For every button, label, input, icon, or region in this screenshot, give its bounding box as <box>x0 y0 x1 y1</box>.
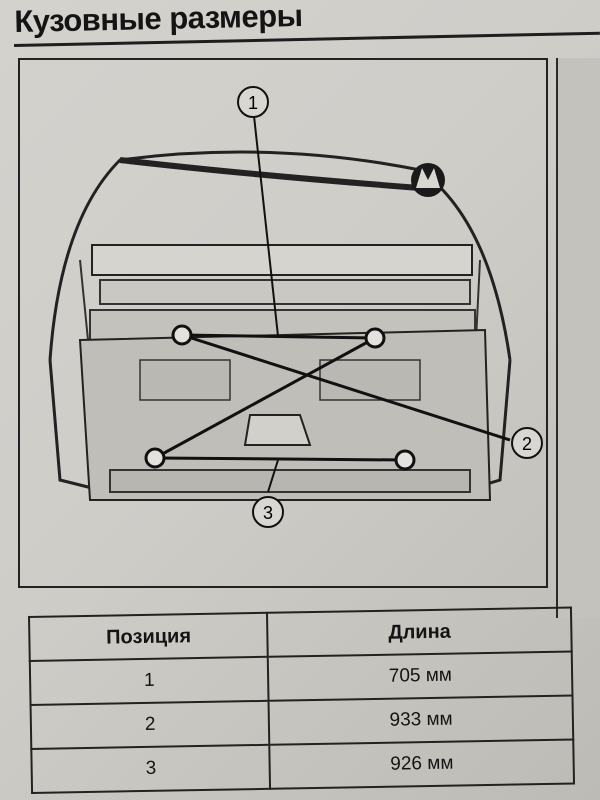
seat-frame <box>99 279 471 305</box>
callout-label-3: 3 <box>263 503 273 523</box>
measure-point-b <box>364 327 386 349</box>
measure-point-c <box>144 447 166 469</box>
measure-point-d <box>394 449 416 471</box>
publisher-logo-icon <box>411 163 445 197</box>
dimension-line-diagonal <box>154 336 376 460</box>
dimension-line-1 <box>181 333 376 340</box>
rear-bumper-beam <box>109 469 471 493</box>
page-title: Кузовные размеры <box>14 0 303 39</box>
measure-point-a <box>171 324 193 346</box>
cell-position: 1 <box>29 656 269 705</box>
dimension-line-3 <box>154 456 406 462</box>
roof-outline <box>48 150 512 361</box>
callout-circle-2 <box>511 427 543 459</box>
cell-length: 705 мм <box>268 651 573 701</box>
adjacent-page-edge <box>556 58 600 618</box>
upper-cross-member <box>91 244 473 276</box>
callout-label-2: 2 <box>522 434 532 454</box>
callout-label-1: 1 <box>248 93 258 113</box>
bleed-through-text <box>160 540 164 557</box>
column-header-length: Длина <box>267 607 572 657</box>
cell-length: 926 мм <box>269 739 575 789</box>
right-bracket <box>319 359 421 401</box>
callout-circle-1 <box>237 86 269 118</box>
callout-leader-1 <box>253 115 279 337</box>
cell-position: 2 <box>30 700 270 749</box>
dimensions-table: Позиция Длина 1 705 мм 2 933 мм 3 926 мм <box>28 607 575 794</box>
cell-length: 933 мм <box>268 695 574 745</box>
roof-rail <box>119 157 421 191</box>
center-mount <box>243 414 312 446</box>
left-pillar <box>48 359 101 492</box>
callout-leader-3 <box>267 459 279 493</box>
cell-position: 3 <box>31 744 271 793</box>
vehicle-rear-underbody-drawing: 1 2 3 <box>48 86 543 528</box>
dimension-line-2 <box>181 333 511 442</box>
table-row: 3 926 мм <box>31 739 575 793</box>
callout-circle-3 <box>252 496 284 528</box>
column-header-position: Позиция <box>29 612 269 661</box>
left-bracket <box>139 359 231 401</box>
body-dimensions-figure: 1 2 3 <box>18 58 548 588</box>
